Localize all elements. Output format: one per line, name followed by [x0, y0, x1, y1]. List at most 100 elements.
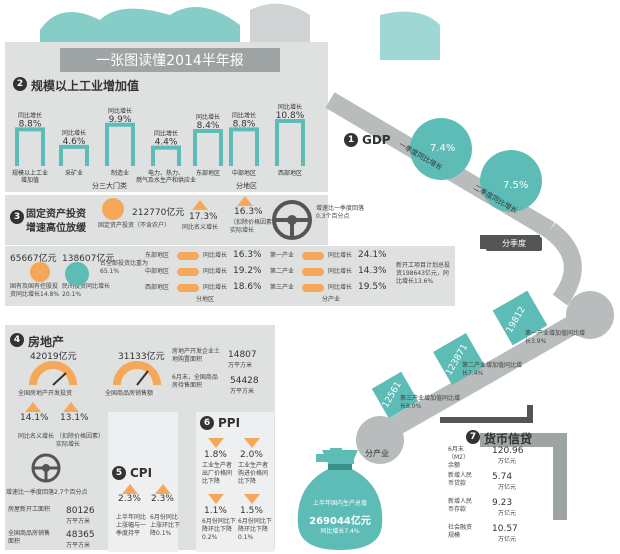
section-title-cpi: CPI	[130, 466, 153, 480]
re-nominal-label: 同比名义增长	[18, 433, 55, 440]
re-real-arrow	[63, 402, 79, 412]
investment-real-label: （扣除价格因素）实际增长	[230, 219, 279, 234]
industry-bar	[151, 145, 181, 166]
gdp-bag-value: 269044亿元	[309, 516, 371, 527]
investment-industry-pre: 同比增长	[328, 268, 353, 275]
re-real-label: （扣除价格因素）实际增长	[56, 433, 105, 448]
money-unit: 万亿元	[498, 510, 517, 517]
re-land-value: 14807	[228, 350, 257, 360]
cpi-a-label: 上半年同比上涨幅与一季度持平	[116, 514, 147, 537]
investment-industry-pill	[302, 284, 324, 292]
section-number-money: 7	[466, 430, 480, 444]
investment-region-name: 中部地区	[145, 268, 170, 275]
industry-bar-label: 规模以上工业	[12, 169, 48, 177]
industry-bar-value: 4.6%	[63, 137, 86, 147]
re-new-label: 房屋新开工面积	[8, 506, 51, 513]
investment-region-pill	[177, 252, 199, 260]
money-unit: 万亿元	[498, 484, 517, 491]
money-value: 10.57	[492, 524, 518, 534]
cpi-b-arrow	[155, 484, 171, 494]
industry-bar	[59, 144, 89, 166]
industry-bar-value: 8.8%	[19, 119, 42, 129]
cpi-panel	[108, 412, 178, 552]
industry-bar-label-2: 燃气及水生产和供应业	[136, 176, 196, 184]
re-sold-label: 全国商品房销售面积	[8, 530, 51, 545]
money-value: 9.23	[492, 498, 513, 508]
re-real-value: 13.1%	[60, 413, 89, 423]
ppi-label: 工业生产者购进价格同比下降	[238, 462, 269, 485]
industry-bar-value: 8.4%	[197, 121, 220, 131]
investment-region-value: 19.2%	[233, 266, 262, 276]
industry-bar-label-2: 增加值	[21, 176, 39, 184]
investment-total-label: 固定资产投资（不含农户）	[98, 222, 171, 229]
section-title-industry: 规模以上工业增加值	[31, 79, 140, 93]
state-invest-label: 国有及国有控股投资同比增长14.8%	[10, 283, 60, 298]
industry-bar-pre: 同比增长	[62, 129, 86, 137]
money-unit: 万亿元	[498, 536, 517, 543]
industry-bar-value: 9.9%	[109, 115, 132, 125]
ppi-value: 2.0%	[240, 450, 263, 460]
industry-bar	[105, 122, 135, 166]
ppi-panel	[196, 412, 274, 552]
re-new-unit: 万平方米	[66, 518, 91, 525]
industry-bar-value: 4.4%	[155, 138, 178, 148]
section-title-investment-2: 增速高位放缓	[26, 223, 86, 234]
gdp-q1-bubble	[410, 118, 472, 180]
investment-nominal-value: 17.3%	[189, 212, 218, 222]
cpi-b-label: 6月份同比上涨环比下降0.1%	[150, 514, 181, 537]
re-sales-gauge	[113, 361, 161, 386]
re-nominal-arrow	[25, 402, 41, 412]
investment-region-name: 东部地区	[145, 252, 170, 259]
investment-total-value: 212770亿元	[132, 208, 185, 218]
gdp-ind1-label: 第一产业增加值同比增长3.9%	[525, 330, 586, 345]
industry-bar-label: 制造业	[111, 169, 129, 177]
gdp-q2-value: 7.5%	[503, 180, 529, 191]
investment-region-caption: 分地区	[196, 296, 215, 303]
industry-bar	[193, 129, 223, 166]
private-invest-share: 占全部投资比重为65.1%	[100, 260, 149, 275]
re-new-value: 80126	[66, 506, 95, 516]
money-value: 5.74	[492, 472, 513, 482]
investment-wheel-note: 增速比一季度回落0.3个百分点	[316, 205, 365, 220]
investment-industry-value: 24.1%	[358, 250, 387, 260]
money-label: 新增人民币贷款	[448, 472, 473, 487]
industry-bar-label: 东部地区	[196, 169, 220, 177]
section-number-ppi: 6	[200, 416, 214, 430]
investment-real-value: 16.3%	[234, 207, 263, 217]
ppi-down-arrow	[244, 494, 260, 504]
re-land-label: 房地产开发企业土地购置面积	[172, 348, 221, 363]
re-stock-unit: 万平方米	[230, 388, 255, 395]
gdp-quarter-tag: 分季度	[486, 237, 542, 251]
investment-industry-pill	[302, 252, 324, 260]
investment-nominal-label: 同比名义增长	[182, 224, 219, 231]
money-label: 社会融资规模	[448, 524, 473, 539]
investment-industry-pill	[302, 268, 324, 276]
cpi-b-value: 2.3%	[151, 494, 174, 504]
investment-real-arrow	[237, 196, 253, 206]
ppi-down-arrow	[244, 438, 260, 448]
ppi-down-arrow	[208, 494, 224, 504]
investment-region-value: 16.3%	[233, 250, 262, 260]
state-invest-value: 65667亿元	[10, 254, 57, 264]
industry-bar-pre: 同比增长	[18, 111, 42, 119]
section-number-realestate: 4	[10, 333, 24, 347]
ppi-down-arrow	[208, 438, 224, 448]
money-label: 6月末（M2）余额	[448, 446, 469, 469]
money-value: 120.96	[492, 446, 524, 456]
investment-region-pill	[177, 268, 199, 276]
re-invest-label: 全国房地产开发投资	[18, 390, 73, 397]
industry-bar	[15, 127, 45, 166]
industry-bar-chart: 同比增长8.8%规模以上工业增加值同比增长4.6%采矿业同比增长9.9%制造业同…	[12, 103, 305, 190]
money-bills	[316, 448, 354, 464]
industry-bar-label: 电力、热力、	[148, 169, 184, 177]
re-sales-value: 31133亿元	[118, 352, 165, 362]
investment-industry-pre: 同比增长	[328, 252, 353, 259]
section-number-industry: 2	[13, 77, 27, 91]
cpi-a-value: 2.3%	[118, 494, 141, 504]
